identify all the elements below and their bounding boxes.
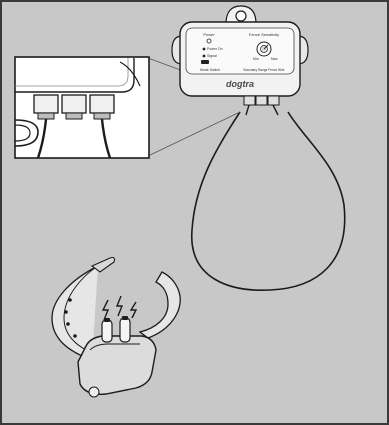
contact-tip-right (122, 316, 128, 320)
signal-indicator-icon (203, 55, 206, 58)
inset-screw-2 (66, 113, 82, 119)
min-label: Min (253, 57, 259, 61)
inset-screw-1 (38, 113, 54, 119)
power-on-label: Power On (207, 47, 223, 51)
strap-hole-3 (66, 322, 70, 326)
max-label: Max (271, 57, 278, 61)
receiver-dial-icon (89, 387, 99, 397)
hanging-hole (236, 11, 246, 21)
inset-terminal-2 (62, 95, 86, 113)
inset-terminal-1 (34, 95, 58, 113)
mode-switch-label: Mode Switch (200, 68, 220, 72)
wire-note-label: Boundary Range Fence Wire (243, 68, 284, 72)
power-on-indicator-icon (203, 48, 206, 51)
brand-logo: dogtra (226, 79, 254, 89)
fence-sensitivity-label: Fence Sensitivity (249, 32, 279, 37)
strap-hole-1 (68, 298, 72, 302)
contact-point-left (102, 320, 112, 342)
strap-hole-2 (64, 310, 68, 314)
terminal-1 (244, 96, 255, 105)
power-label: Power (203, 32, 215, 37)
contact-point-right (120, 318, 130, 342)
inset-screw-3 (94, 113, 110, 119)
signal-label: Signal (207, 54, 217, 58)
mode-switch (201, 60, 209, 64)
inset-terminal-3 (90, 95, 114, 113)
terminal-2 (256, 96, 267, 105)
power-led-icon (207, 39, 211, 43)
strap-hole-4 (73, 334, 77, 338)
terminal-zoom-inset (15, 57, 149, 158)
terminal-3 (268, 96, 279, 105)
